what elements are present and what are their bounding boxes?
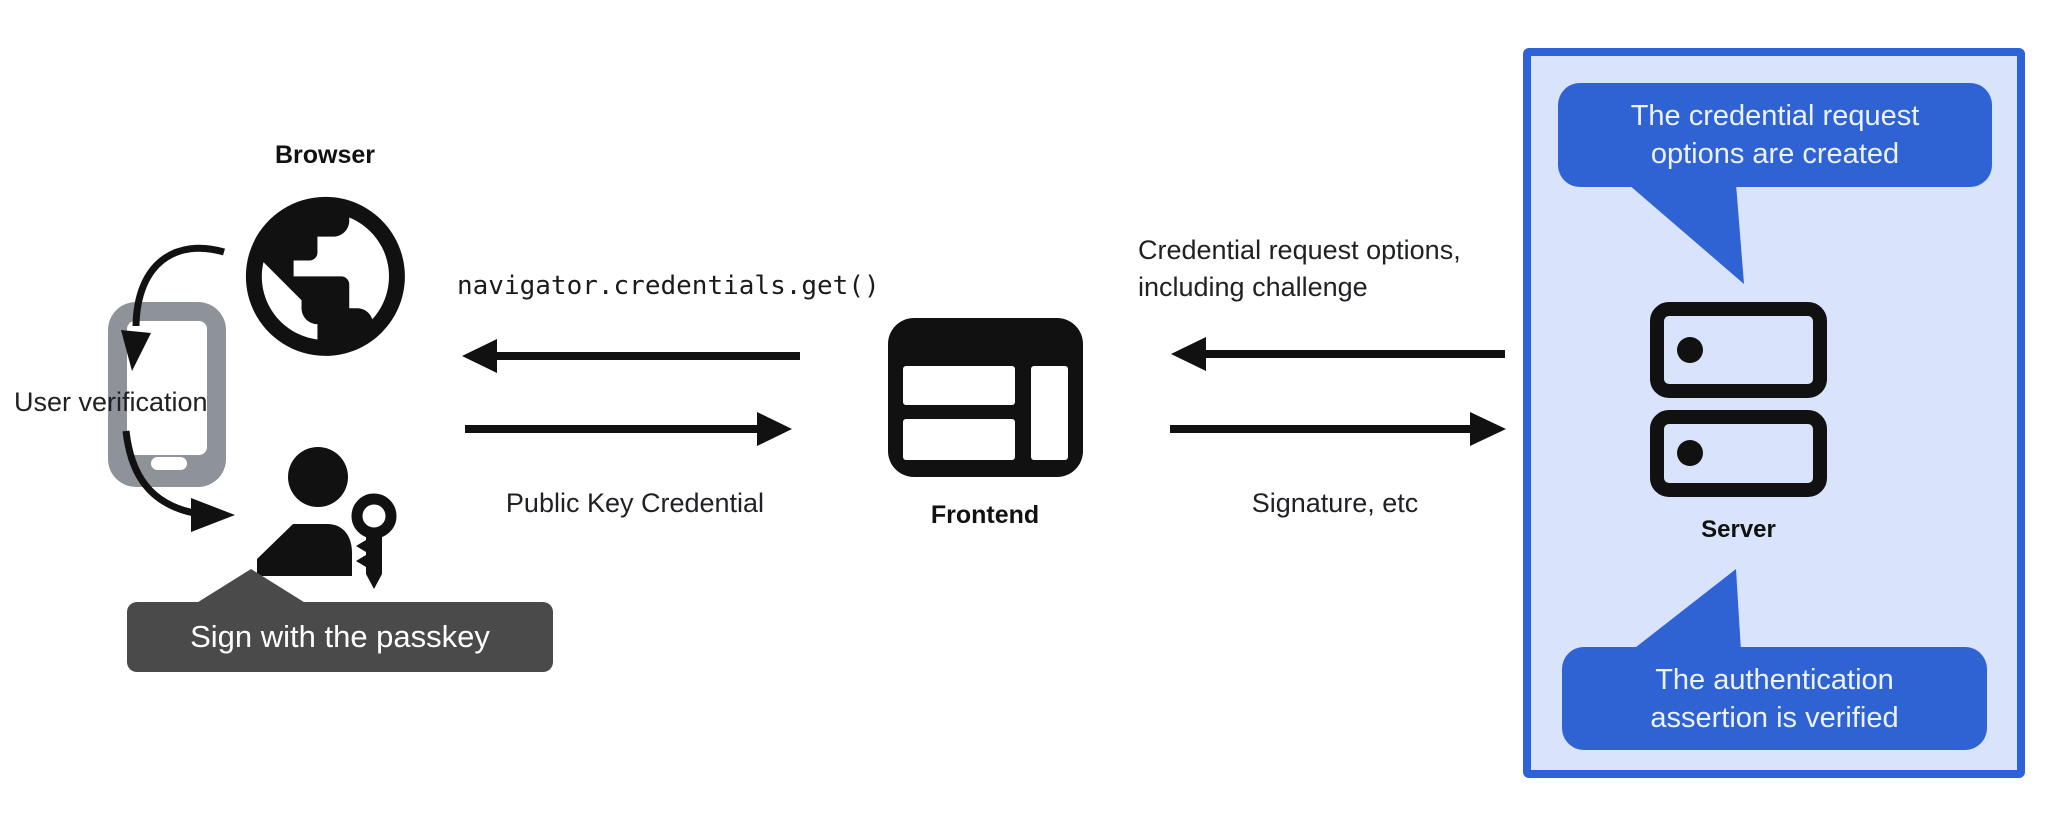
- browser-to-phone-arrow: [121, 244, 225, 371]
- frontend-label: Frontend: [930, 501, 1040, 529]
- frontend-to-server-arrow: [1170, 412, 1506, 446]
- user-verification-label: User verification: [14, 387, 208, 417]
- person-icon: [257, 447, 352, 576]
- bubble-top-line1: The credential request: [1630, 100, 1920, 132]
- credential-options-created-bubble: The credential request options are creat…: [1558, 83, 1992, 187]
- bubble-bottom-line1: The authentication: [1655, 663, 1894, 696]
- assertion-verified-bubble: The authentication assertion is verified: [1562, 647, 1987, 750]
- bubble-bottom-line2: assertion is verified: [1650, 701, 1899, 734]
- bubble-top-line2: options are created: [1650, 138, 1900, 170]
- browser-window-icon: [888, 318, 1083, 477]
- browser-to-frontend-arrow: [465, 412, 792, 446]
- server-stack-icon: [1650, 302, 1827, 497]
- server-label: Server: [1701, 516, 1776, 543]
- frontend-to-browser-arrow: [462, 339, 800, 373]
- server-to-frontend-arrow: [1171, 337, 1505, 371]
- globe-icon: [245, 196, 405, 356]
- credential-request-line1: Credential request options,: [1138, 235, 1461, 265]
- sign-with-passkey-tooltip: Sign with the passkey: [127, 602, 553, 672]
- public-key-credential-label: Public Key Credential: [505, 488, 765, 518]
- key-icon: [351, 493, 397, 589]
- credential-request-line2: including challenge: [1138, 272, 1368, 302]
- signature-etc-label: Signature, etc: [1251, 488, 1419, 518]
- bubble-top-tail: [1628, 184, 1744, 284]
- bubble-bottom-tail: [1631, 569, 1741, 651]
- phone-to-user-arrow: [122, 430, 235, 532]
- tooltip-pointer: [195, 569, 307, 604]
- credential-request-options-label: Credential request options, including ch…: [1138, 232, 1461, 306]
- browser-label: Browser: [274, 141, 376, 169]
- navigator-credentials-get-code: navigator.credentials.get(): [457, 271, 880, 301]
